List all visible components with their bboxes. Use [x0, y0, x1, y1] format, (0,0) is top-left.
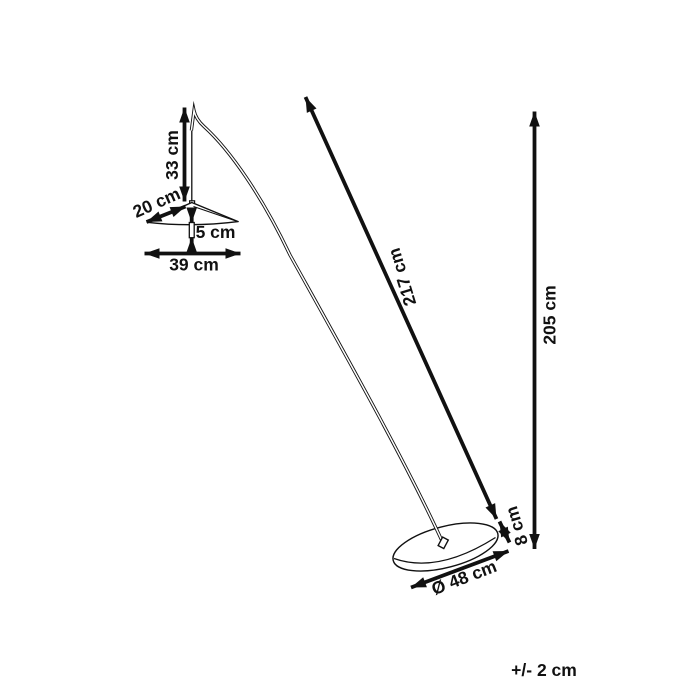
bulb-socket — [188, 221, 195, 239]
arc-pole-outline — [189, 100, 445, 543]
arrowhead-icon — [144, 248, 160, 259]
dimension-socket-height: 5 cm — [186, 207, 236, 253]
tolerance-note: +/- 2 cm — [511, 660, 577, 680]
dimension-shade-diameter: 39 cm — [144, 248, 241, 275]
shade-rim-line — [193, 205, 237, 222]
arrowhead-icon — [169, 206, 186, 217]
arrowhead-icon — [179, 107, 190, 123]
dimension-label-shade-drop-height: 33 cm — [162, 130, 182, 180]
dimension-label-socket-height: 5 cm — [196, 222, 236, 242]
dimension-shade-drop-height: 33 cm — [162, 107, 190, 202]
arrowhead-icon — [225, 248, 241, 259]
arc-pole-core — [190, 106, 444, 543]
arrowhead-icon — [529, 111, 540, 127]
arrowhead-icon — [186, 237, 197, 253]
arrowhead-icon — [305, 97, 317, 113]
dimension-label-total-height: 205 cm — [540, 285, 560, 344]
dimension-label-arc-length: 217 cm — [384, 246, 420, 309]
arrowhead-icon — [499, 521, 511, 538]
dimension-line — [410, 549, 510, 590]
arrowhead-icon — [186, 207, 197, 223]
arrowhead-icon — [179, 186, 190, 202]
lamp-base-plate — [392, 522, 499, 572]
pole-base-connector — [437, 536, 450, 550]
dimension-label-shade-diameter: 39 cm — [169, 255, 219, 275]
arrowhead-icon — [146, 211, 163, 222]
base-inner-rim — [393, 536, 496, 564]
arrowhead-icon — [485, 503, 497, 519]
arrowhead-icon — [492, 551, 509, 562]
lamp-drawing — [146, 100, 499, 572]
dimension-total-height: 205 cm — [529, 111, 560, 549]
arrowhead-icon — [529, 534, 540, 549]
arrowhead-icon — [411, 577, 427, 588]
dimension-base-height: 8 cm — [497, 504, 532, 548]
dimension-label-base-height: 8 cm — [501, 504, 532, 548]
dimension-line — [303, 96, 499, 520]
